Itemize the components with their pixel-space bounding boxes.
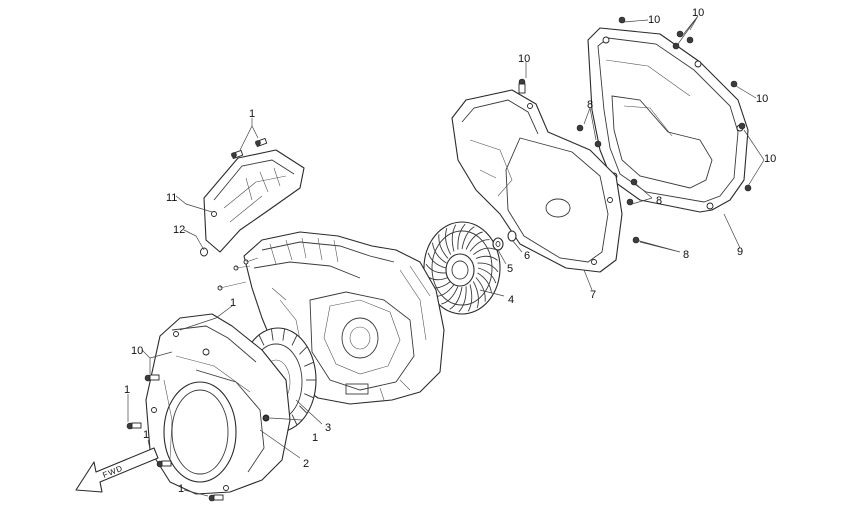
- callout-11: 11: [166, 192, 177, 204]
- screw-10-upper-b: [672, 30, 694, 50]
- callout-1-stator: 1: [230, 297, 236, 309]
- fan-blade: [432, 242, 447, 264]
- fan-blade: [438, 234, 449, 259]
- callout-8-b: 8: [656, 195, 662, 207]
- callout-9: 9: [737, 246, 743, 258]
- clip-part: [200, 247, 208, 257]
- stator-housing-part: [145, 313, 291, 495]
- fan-blade: [469, 239, 490, 252]
- rotor-fin: [299, 405, 308, 414]
- fwd-label: FWD: [101, 464, 124, 480]
- nut-part: [507, 230, 517, 242]
- screw-1-rotor: [263, 415, 269, 421]
- callout-1-top: 1: [249, 108, 255, 120]
- callout-10-upper-b: 10: [692, 7, 704, 19]
- top-cover-part: [203, 149, 305, 253]
- screw-1-top-b: [231, 149, 244, 160]
- callout-10-upper-a: 10: [648, 14, 660, 26]
- screw-10-upper-a: [618, 16, 626, 24]
- fan-blade: [465, 231, 483, 250]
- screw-1-left-b: [156, 460, 172, 468]
- screw-1-left-a: [126, 422, 142, 430]
- rotor-fin: [270, 328, 274, 341]
- fan-blade: [441, 286, 459, 305]
- screw-10-right-b: [738, 122, 752, 192]
- screw-set: [126, 16, 752, 502]
- screw-10-top: [518, 78, 526, 94]
- callout-8-a: 8: [587, 99, 593, 111]
- fan-blade: [477, 267, 497, 284]
- rotor-fin: [299, 346, 308, 355]
- leader-lines: [127, 15, 765, 497]
- fan-blade: [427, 252, 447, 269]
- forward-arrow-icon: FWD: [75, 447, 159, 493]
- screw-10-right-a: [730, 80, 738, 88]
- callout-4: 4: [508, 294, 514, 306]
- callout-1-left-c: 1: [178, 483, 184, 495]
- screw-1-top-a: [255, 137, 268, 148]
- screw-8-b: [626, 178, 638, 206]
- callout-10-top: 10: [518, 53, 530, 65]
- washer-part: [492, 237, 504, 251]
- rotor-fin: [258, 334, 265, 346]
- callout-10-left: 10: [131, 345, 143, 357]
- fan-blade: [475, 277, 486, 302]
- fan-blade: [475, 255, 498, 261]
- callout-10-right-a: 10: [756, 93, 768, 105]
- fan-blade: [445, 227, 452, 255]
- screw-8-a: [576, 124, 602, 148]
- fan-blade: [458, 286, 467, 313]
- callout-10-right-b: 10: [764, 153, 776, 165]
- fan-blade: [451, 224, 457, 252]
- callout-5: 5: [507, 263, 513, 275]
- fan-blade: [461, 226, 475, 250]
- callout-1-left-b: 1: [143, 429, 149, 441]
- callout-1-left-a: 1: [124, 384, 130, 396]
- fan-blade: [449, 286, 463, 310]
- callout-3: 3: [325, 422, 331, 434]
- callout-12: 12: [173, 224, 185, 236]
- callout-8-c: 8: [683, 249, 689, 261]
- fan-blade: [477, 272, 492, 294]
- fan-blade: [425, 263, 447, 274]
- rotor-fin: [282, 328, 286, 341]
- screw-10-left: [144, 374, 160, 382]
- fan-blade: [472, 281, 479, 309]
- callout-labels: 1 11 12 1 10 1 1 1 1 2 3 4 5 6 7 8 8 8 9…: [124, 7, 776, 495]
- fan-blade: [477, 262, 499, 273]
- callout-6: 6: [524, 250, 530, 262]
- rotor-fin: [291, 334, 298, 346]
- outer-cover-part: [587, 27, 749, 213]
- callout-2: 2: [303, 458, 309, 470]
- fan-blade: [457, 223, 466, 250]
- fan-blade: [467, 284, 473, 312]
- fan-blade: [473, 247, 495, 255]
- screw-1-left-c: [208, 494, 224, 502]
- fan-shroud-part: [451, 89, 623, 273]
- callout-1-rotor: 1: [312, 432, 318, 444]
- rotor-fin: [304, 393, 314, 399]
- rotor-fin: [304, 361, 314, 367]
- cooling-fan-part: [423, 221, 501, 315]
- callout-7: 7: [590, 289, 596, 301]
